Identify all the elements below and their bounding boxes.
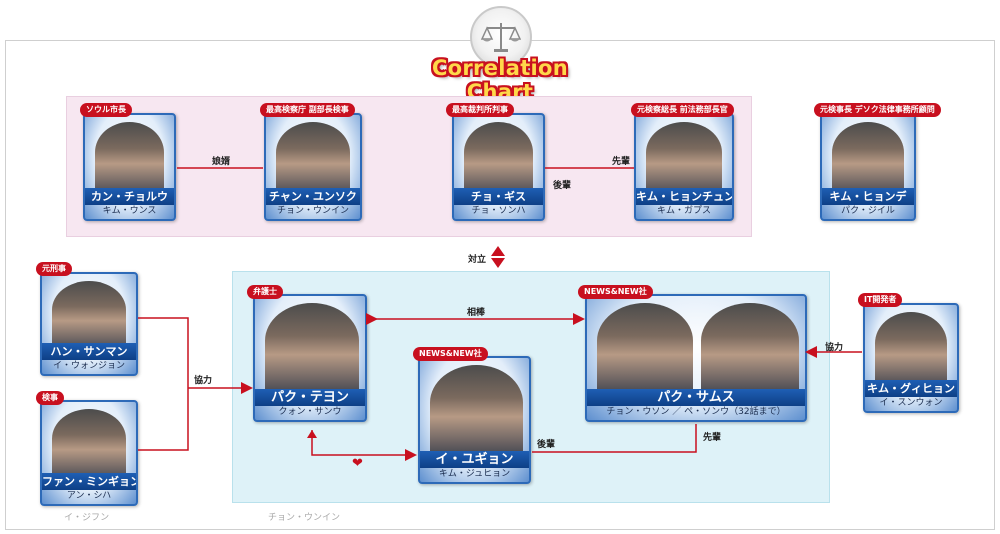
tag-park-s: NEWS&NEW社: [578, 285, 653, 299]
portrait-photo: [430, 365, 523, 459]
actor-name: キム・ウンス: [102, 206, 157, 216]
relation-son-in-law: 娘婿: [212, 157, 231, 167]
character-name: キム・グィヒョン: [865, 380, 957, 397]
portrait-photo-1: [597, 303, 693, 397]
portrait-photo-2: [701, 303, 799, 397]
character-card-cho[interactable]: チョ・ギス チョ・ソンハ: [452, 113, 545, 221]
character-card-park-t[interactable]: パク・テヨン クォン・サンウ: [253, 294, 367, 422]
tag-lee: NEWS&NEW社: [413, 347, 488, 361]
tag-kimhd: 元検事長 デソク法律事務所顧問: [814, 103, 941, 117]
portrait-photo: [832, 122, 904, 198]
actor-name: クォン・サンウ: [278, 407, 342, 417]
character-name: チョ・ギス: [454, 188, 543, 205]
portrait-photo: [276, 122, 350, 198]
note-bottom: チョン・ウンイン: [268, 513, 341, 523]
character-name: パク・テヨン: [255, 389, 365, 406]
actor-name: キム・ジュヒョン: [438, 469, 511, 479]
character-card-kim-g[interactable]: キム・グィヒョン イ・スンウォン: [863, 303, 959, 413]
relation-opposition: 対立: [468, 255, 487, 265]
portrait-photo: [52, 409, 126, 483]
character-card-lee[interactable]: イ・ユギョン キム・ジュヒョン: [418, 356, 531, 484]
actor-name: チョ・ソンハ: [471, 206, 526, 216]
portrait-photo: [265, 303, 359, 397]
actor-name: イ・ウォンジョン: [52, 361, 125, 371]
character-card-jang[interactable]: チャン・ユンソク チョン・ウンイン: [264, 113, 362, 221]
character-card-kang[interactable]: カン・チョルウ キム・ウンス: [83, 113, 176, 221]
character-card-park-s[interactable]: パク・サムス チョン・ウソン ／ ペ・ソンウ（32話まで）: [585, 294, 807, 422]
actor-name: チョン・ウンイン: [276, 206, 349, 216]
character-name: カン・チョルウ: [85, 188, 174, 205]
character-name: チャン・ユンソク: [266, 188, 360, 205]
relation-cooperation-right: 協力: [825, 343, 844, 353]
character-name: ファン・ミンギョン: [42, 473, 138, 490]
relation-cooperation-left: 協力: [194, 376, 213, 386]
tag-cho: 最高裁判所判事: [446, 103, 514, 117]
character-card-kimhd[interactable]: キム・ヒョンデ パク・ジイル: [820, 113, 916, 221]
portrait-photo: [52, 281, 126, 353]
actor-name: イ・スンウォン: [879, 398, 943, 408]
tag-kang: ソウル市長: [80, 103, 132, 117]
tag-park-t: 弁護士: [247, 285, 283, 299]
character-card-han[interactable]: ハン・サンマン イ・ウォンジョン: [40, 272, 138, 376]
character-card-kimhc[interactable]: キム・ヒョンチュン キム・ガプス: [634, 113, 734, 221]
relation-junior-2: 後輩: [537, 440, 556, 450]
actor-name: キム・ガプス: [656, 206, 711, 216]
relation-junior-1: 後輩: [553, 181, 572, 191]
portrait-photo: [464, 122, 533, 198]
character-name: イ・ユギョン: [420, 451, 529, 468]
actor-name: チョン・ウソン ／ ペ・ソンウ（32話まで）: [606, 407, 786, 417]
tag-kim-g: IT開発者: [858, 293, 903, 307]
note-left: イ・ジフン: [64, 513, 110, 523]
relation-senior-1: 先輩: [612, 157, 631, 167]
heart-icon: ❤: [352, 456, 363, 471]
character-name: キム・ヒョンデ: [822, 188, 914, 205]
tag-kimhc: 元検察総長 前法務部長官: [631, 103, 734, 117]
scales-of-justice-icon: [470, 6, 532, 68]
portrait-photo: [95, 122, 164, 198]
character-name: キム・ヒョンチュン: [636, 188, 734, 205]
character-name: パク・サムス: [587, 389, 805, 406]
relation-senior-2: 先輩: [703, 433, 722, 443]
portrait-photo: [875, 312, 947, 390]
tag-jang: 最高検察庁 副部長検事: [260, 103, 355, 117]
actor-name: アン・シハ: [66, 491, 112, 501]
character-name: ハン・サンマン: [42, 343, 136, 360]
actor-name: パク・ジイル: [841, 206, 895, 216]
relation-partner: 相棒: [467, 308, 486, 318]
character-card-hwang[interactable]: ファン・ミンギョン アン・シハ: [40, 400, 138, 506]
portrait-photo: [646, 122, 722, 198]
tag-hwang: 検事: [36, 391, 64, 405]
tag-han: 元刑事: [36, 262, 72, 276]
